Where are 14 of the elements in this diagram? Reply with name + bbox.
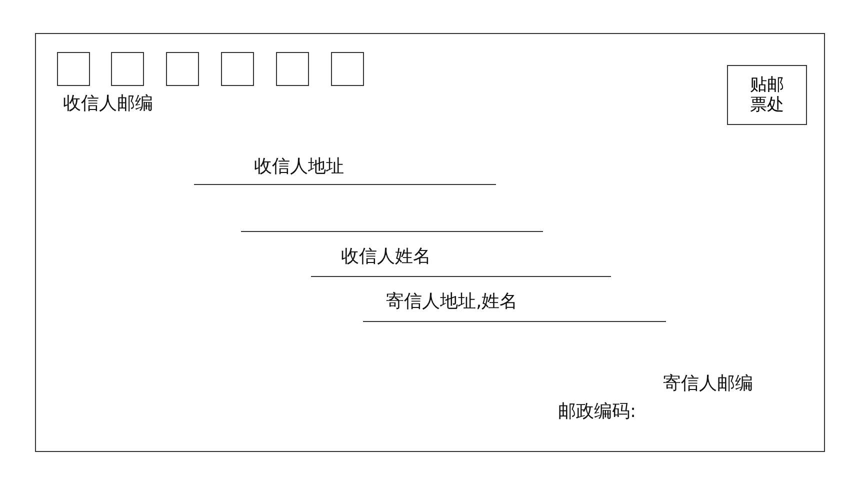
postcode-box	[111, 52, 144, 86]
label-text: 寄信人地址,姓名	[386, 290, 518, 313]
stamp-box: 贴邮票处	[727, 65, 807, 125]
label-text: 收信人姓名	[341, 245, 431, 268]
label-text: 邮政编码:	[558, 400, 636, 423]
postcode-box	[221, 52, 254, 86]
postcode-box	[331, 52, 364, 86]
postcode-box	[276, 52, 309, 86]
postcode-box	[57, 52, 90, 86]
label-text: 寄信人邮编	[663, 372, 753, 395]
label-text: 收信人地址	[254, 155, 344, 178]
envelope-outline	[35, 33, 825, 452]
postcode-box	[166, 52, 199, 86]
label-text: 收信人邮编	[63, 92, 153, 115]
